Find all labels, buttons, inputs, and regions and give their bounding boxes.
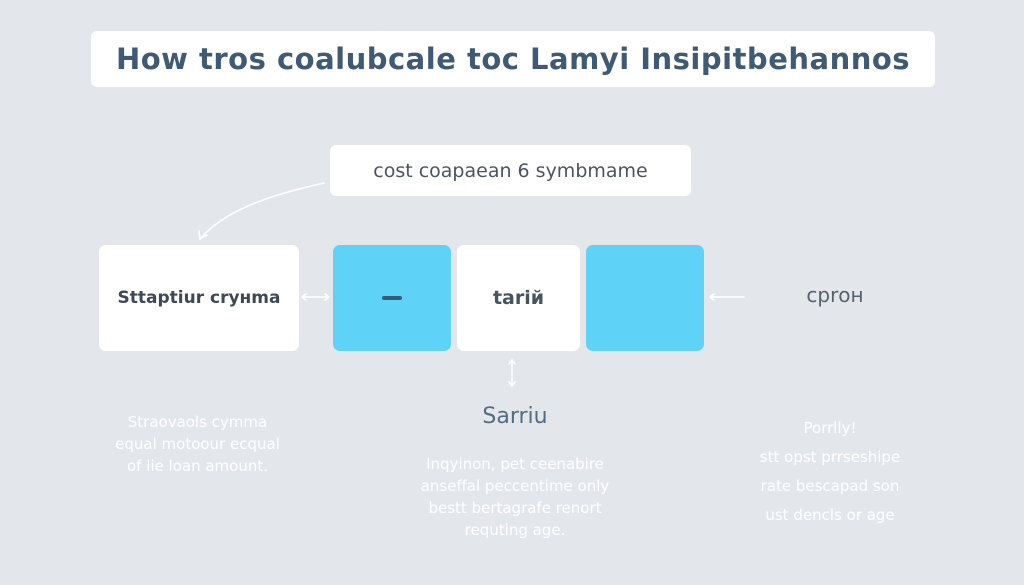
- description-line: stt opst prrseshipe: [759, 448, 901, 466]
- description-line: of lie loan amount.: [126, 457, 268, 475]
- title-banner: How tros coalubcale toc Lamyi Insipitbeh…: [91, 31, 935, 87]
- side-label: cprон: [806, 283, 864, 307]
- arrow-left-icon: [709, 293, 745, 301]
- starting-box-label: Sttaptiur cryнma: [117, 288, 281, 308]
- description-line: ust dencls or age: [765, 506, 895, 524]
- left-description: Straovaols cymma equal motoour ecqual of…: [90, 411, 305, 477]
- double-arrow-vertical-icon: [508, 359, 516, 387]
- curved-arrow-icon: [198, 182, 325, 240]
- minus-icon: [382, 296, 402, 300]
- cost-label-text: cost coapaean 6 symbmame: [373, 159, 648, 182]
- starting-box: Sttaptiur cryнma: [99, 245, 299, 351]
- right-heading: Porrlly!: [803, 419, 857, 437]
- description-line: Straovaols cymma: [127, 413, 268, 431]
- blue-box-empty: [586, 245, 704, 351]
- description-line: requting age.: [464, 521, 566, 539]
- right-description: Porrlly! stt opst prrseshipe rate bescap…: [730, 414, 930, 530]
- center-heading: Sarriu: [482, 404, 548, 429]
- cost-label-box: cost coapaean 6 symbmame: [330, 145, 691, 196]
- description-line: rate bescapad son: [760, 477, 900, 495]
- center-description: Inqyinon, pet ceenabire anseffal peccent…: [390, 453, 640, 541]
- middle-box-label: tarій: [492, 287, 545, 309]
- double-arrow-horizontal-icon: [301, 293, 330, 301]
- page-title: How tros coalubcale toc Lamyi Insipitbeh…: [115, 42, 911, 76]
- middle-box: tarій: [457, 245, 580, 351]
- description-line: Inqyinon, pet ceenabire: [426, 455, 604, 473]
- description-line: anseffal peccentime only: [420, 477, 610, 495]
- description-line: bestt bertagrafe renort: [428, 499, 602, 517]
- description-line: equal motoour ecqual: [115, 435, 280, 453]
- blue-box-minus: [333, 245, 451, 351]
